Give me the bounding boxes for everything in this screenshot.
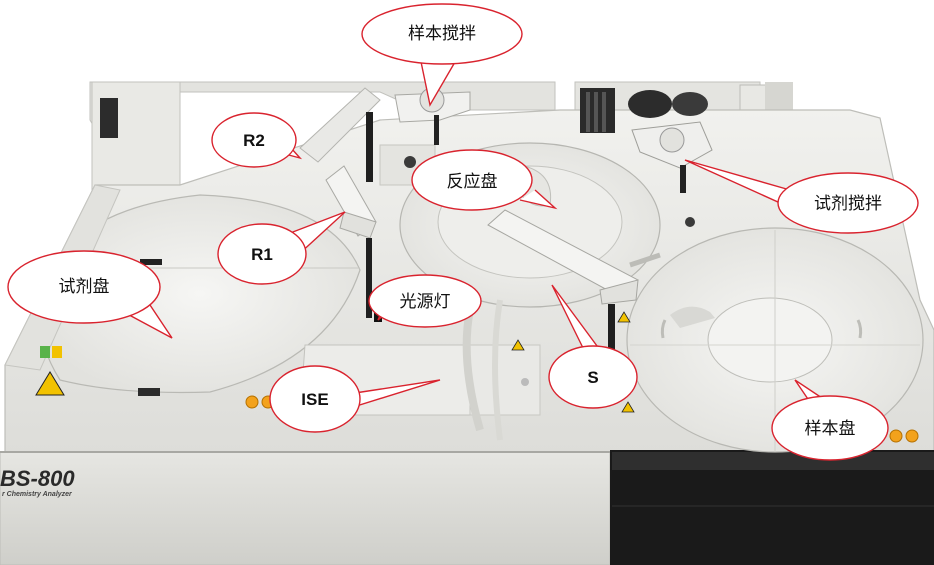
callout-reagent-mixer — [684, 159, 919, 234]
callout-ise — [269, 365, 441, 433]
r2-arm — [299, 87, 381, 182]
callout-light-source-label: 光源灯 — [400, 292, 451, 312]
callout-reaction-disk — [411, 149, 558, 211]
front-window — [610, 450, 934, 565]
callout-light-source — [368, 274, 482, 328]
brand-label: BS-800 — [0, 466, 75, 491]
callout-r1-label: R1 — [251, 245, 273, 264]
callout-reagent-disk-label: 试剂盘 — [59, 277, 110, 297]
callout-s-label: S — [587, 368, 598, 387]
reagent-mixer — [580, 88, 713, 193]
callout-s — [548, 284, 638, 409]
brand-sublabel: r Chemistry Analyzer — [2, 491, 73, 498]
callout-sample-mixer-label: 样本搅拌 — [408, 24, 476, 44]
sample-mixer — [394, 87, 471, 145]
callout-r2-label: R2 — [243, 131, 265, 150]
callout-reaction-disk-label: 反应盘 — [447, 172, 498, 192]
callout-sample-disk-label: 样本盘 — [805, 419, 856, 439]
callout-r2 — [211, 112, 303, 168]
callout-sample-disk — [771, 379, 889, 461]
callout-reagent-mixer-label: 试剂搅拌 — [814, 194, 882, 214]
callout-r1 — [217, 211, 346, 285]
callout-reagent-disk — [7, 250, 173, 339]
front-panel — [0, 451, 611, 565]
callout-ise-label: ISE — [301, 390, 328, 409]
callout-sample-mixer — [361, 3, 523, 107]
s-arm — [487, 209, 661, 384]
